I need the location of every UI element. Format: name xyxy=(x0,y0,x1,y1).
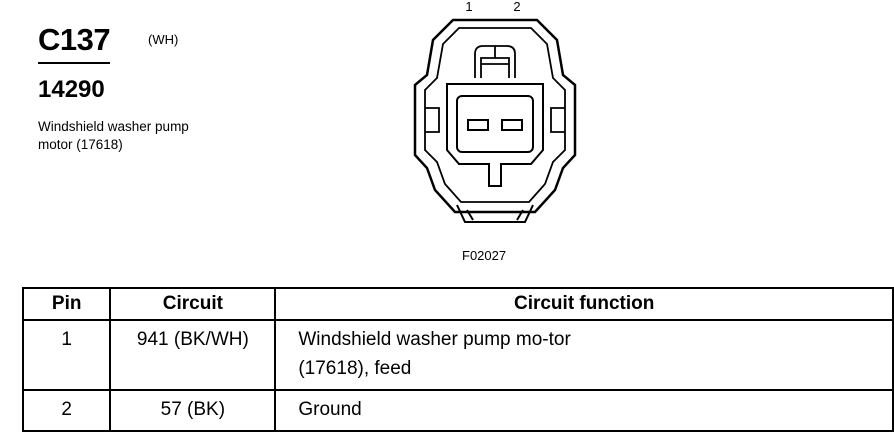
table-row: 2 57 (BK) Ground xyxy=(21,389,894,432)
circuit-function-cell: Ground xyxy=(274,389,894,432)
part-number: 14290 xyxy=(38,76,105,103)
pin-1-terminal xyxy=(467,119,489,131)
column-header-circuit: Circuit xyxy=(109,287,277,321)
connector-outer-shell xyxy=(413,18,577,214)
connector-description: Windshield washer pump motor (17618) xyxy=(38,119,189,152)
figure-code: F02027 xyxy=(462,248,507,263)
table-row: 1 941 (BK/WH) Windshield washer pump mo-… xyxy=(21,319,894,391)
pin-cell: 1 xyxy=(21,319,112,391)
connector-cavity-frame xyxy=(446,83,544,187)
circuit-function-text: Windshield washer pump mo-tor (17618), f… xyxy=(298,329,571,379)
column-header-pin: Pin xyxy=(21,287,112,321)
connector-latch xyxy=(474,45,516,78)
connector-inner-shell xyxy=(424,27,566,203)
pin-cell: 2 xyxy=(21,389,112,432)
connector-header: C137 (WH) 14290 Windshield washer pump m… xyxy=(38,22,218,154)
connector-bottom-tab xyxy=(456,204,534,223)
pin-label-1: 1 xyxy=(465,0,472,14)
connector-side-slots xyxy=(425,107,565,133)
column-header-circuit-function: Circuit function xyxy=(274,287,894,321)
circuit-cell: 57 (BK) xyxy=(109,389,277,432)
connector-face-diagram: 1 2 xyxy=(413,0,577,223)
connector-color-code: (WH) xyxy=(148,32,179,47)
circuit-cell: 941 (BK/WH) xyxy=(109,319,277,391)
pin-label-2: 2 xyxy=(513,0,520,14)
connector-cavity-window xyxy=(456,95,534,153)
circuit-function-text: Ground xyxy=(298,399,362,420)
connector-id: C137 xyxy=(38,22,111,64)
pin-2-terminal xyxy=(501,119,523,131)
circuit-function-cell: Windshield washer pump mo-tor (17618), f… xyxy=(274,319,894,391)
table-header-row: Pin Circuit Circuit function xyxy=(21,287,894,321)
pinout-table: Pin Circuit Circuit function 1 941 (BK/W… xyxy=(21,287,894,432)
